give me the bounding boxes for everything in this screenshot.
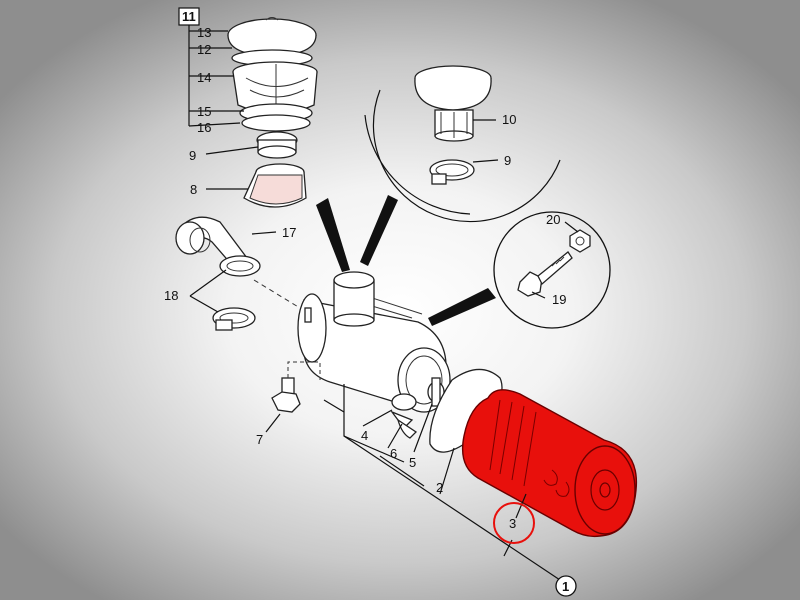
inlet-stack [333,271,375,327]
bowl-clamp [256,131,298,159]
filter-element-3 [461,389,638,538]
label-17: 17 [282,225,296,240]
callout-11-box [178,7,200,26]
label-16: 16 [197,120,211,135]
label-7: 7 [256,432,263,447]
label-10: 10 [502,112,516,127]
label-4: 4 [361,428,368,443]
label-9-detail: 9 [504,153,511,168]
label-8: 8 [190,182,197,197]
bolt-19 [517,251,573,297]
label-14: 14 [197,70,211,85]
wing-nut-5 [427,377,445,407]
hose-clamp-18b [212,307,256,331]
label-3[interactable]: 3 [509,516,516,531]
rain-cap-10 [414,65,492,142]
detail-circle-bolt [493,211,611,329]
label-15: 15 [197,104,211,119]
label-9-top: 9 [189,148,196,163]
label-20: 20 [546,212,560,227]
rubber-adapter-8 [243,163,307,208]
callout-1-circle [555,575,577,597]
label-13: 13 [197,25,211,40]
dust-valve-6 [390,410,418,439]
label-11: 11 [182,9,196,24]
nut-20 [569,229,591,253]
label-19: 19 [552,292,566,307]
highlight-circle [493,502,535,544]
label-18: 18 [164,288,178,303]
label-12: 12 [197,42,211,57]
label-1: 1 [562,579,569,594]
label-5: 5 [409,455,416,470]
drain-valve-4 [391,393,417,411]
detail-circle-cap [364,89,561,223]
label-2: 2 [436,480,443,495]
hose-clamp-18a [219,255,261,277]
outlet-fitting-7 [271,377,301,413]
precleaner-bowl [232,61,318,115]
hose-clamp-9-detail [429,159,475,185]
bowl-seal [239,103,313,132]
label-6: 6 [390,446,397,461]
